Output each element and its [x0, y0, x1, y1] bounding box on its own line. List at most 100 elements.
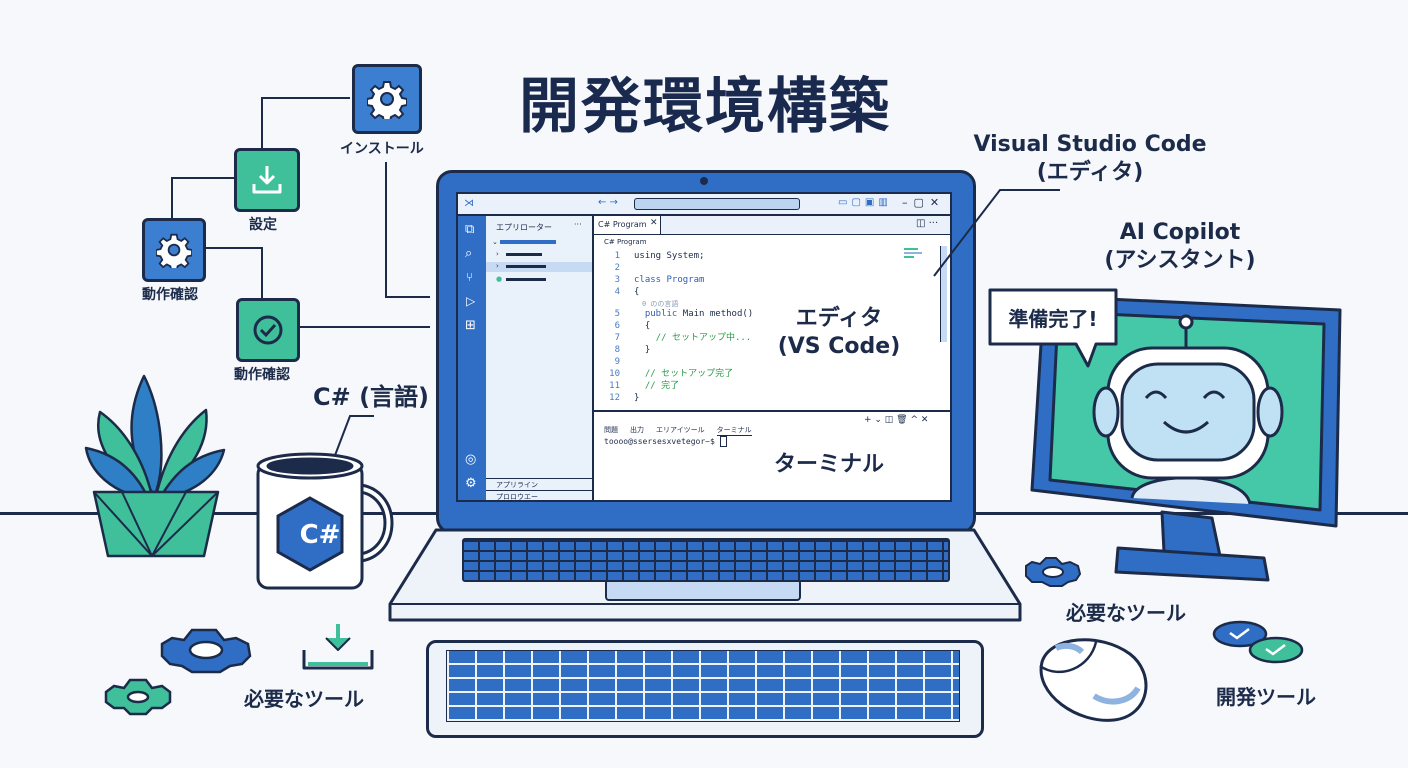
- tree-item[interactable]: ●: [496, 275, 503, 283]
- code-line: 4{: [614, 287, 640, 297]
- terminal-tabs: 問題 出力 エリアイツール ターミナル: [604, 417, 764, 436]
- code-line: 5 public Main method(): [614, 309, 754, 319]
- code-line: 9: [614, 357, 620, 367]
- check-badges-icon: [1212, 620, 1304, 664]
- code-line: 11 // 完了: [609, 381, 680, 391]
- laptop-keyboard[interactable]: [462, 538, 950, 582]
- laptop-camera: [700, 177, 708, 185]
- speech-bubble: [988, 288, 1118, 368]
- vscode-pointer: [933, 189, 1060, 277]
- settings-gear-icon[interactable]: ⚙: [465, 476, 477, 491]
- editor-scrollbar[interactable]: [940, 246, 947, 342]
- verify-step-box-1: [142, 218, 206, 282]
- code-line: 2: [614, 263, 620, 273]
- nav-arrows-icon[interactable]: ← →: [598, 197, 618, 208]
- code-line: 8 }: [614, 345, 651, 355]
- verify-label-2: 動作確認: [234, 367, 290, 383]
- tree-item[interactable]: ⌄: [492, 238, 498, 246]
- tree-item-bar: [506, 265, 546, 268]
- ide-titlebar: ⋊ ← → ▭▢▣▥ –▢✕: [458, 194, 950, 216]
- download-tray-icon: [302, 624, 374, 670]
- explorer-icon[interactable]: ⧉: [465, 222, 475, 237]
- tree-item-bar: [500, 240, 556, 244]
- vscode-callout-line2: (エディタ): [1036, 160, 1144, 185]
- terminal-callout: ターミナル: [773, 452, 884, 477]
- install-label: インストール: [340, 141, 424, 157]
- timeline-section[interactable]: プロロウエー: [496, 493, 538, 501]
- sidebar-divider: [486, 490, 592, 491]
- sidebar-divider: [486, 478, 592, 479]
- vscode-logo-icon: ⋊: [464, 198, 474, 209]
- download-icon: [252, 166, 282, 194]
- verify-label-1: 動作確認: [142, 287, 198, 303]
- explorer-sidebar: エプリローター ··· ⌄ › › ● アプリライン プロロウエー: [486, 216, 594, 500]
- editor-tab-program[interactable]: C# Program ✕: [594, 216, 661, 234]
- terminal-tab-output[interactable]: 出力: [630, 426, 644, 434]
- terminal-panel: 問題出力エリアイツールターミナル + ⌄ ◫ 🗑 ^ ✕ toooo@ssers…: [594, 410, 950, 500]
- terminal-tab-debug[interactable]: エリアイツール: [656, 426, 705, 434]
- tree-item[interactable]: ›: [496, 262, 499, 270]
- terminal-actions[interactable]: + ⌄ ◫ 🗑 ^ ✕: [864, 415, 929, 425]
- speech-bubble-text: 準備完了!: [1008, 307, 1098, 331]
- outline-section[interactable]: アプリライン: [496, 481, 538, 489]
- tree-item-bar: [506, 278, 546, 281]
- search-icon[interactable]: ⌕: [465, 246, 473, 261]
- minimap[interactable]: [904, 246, 928, 266]
- vscode-callout-line1: Visual Studio Code: [973, 132, 1207, 157]
- window-controls[interactable]: –▢✕: [902, 196, 946, 209]
- large-gear-icon: [160, 628, 252, 674]
- coffee-mug: [256, 452, 394, 590]
- verify-step-box-2: [236, 298, 300, 362]
- source-control-icon[interactable]: ⑂: [466, 270, 474, 284]
- explorer-menu-icon[interactable]: ···: [574, 220, 582, 229]
- editor-callout-line1: エディタ: [795, 306, 883, 331]
- editor-callout-line2: (VS Code): [777, 334, 901, 359]
- split-editor-icon[interactable]: ◫ ···: [916, 218, 939, 229]
- terminal-tab-terminal[interactable]: ターミナル: [716, 426, 752, 436]
- devtools-label: 開発ツール: [1216, 685, 1316, 709]
- close-icon[interactable]: ✕: [650, 218, 658, 228]
- activity-bar: ⧉ ⌕ ⑂ ▷ ⊞ ◎ ⚙: [458, 216, 486, 500]
- extensions-icon[interactable]: ⊞: [465, 318, 476, 333]
- terminal-prompt[interactable]: toooo@ssersesxvetegor~$: [604, 436, 727, 447]
- check-circle-icon: [253, 315, 283, 345]
- breadcrumb[interactable]: C# Program: [604, 238, 647, 246]
- csharp-logo-text: C#: [299, 520, 341, 550]
- explorer-title: エプリローター: [496, 223, 552, 232]
- ide-window: ⋊ ← → ▭▢▣▥ –▢✕ ⧉ ⌕ ⑂ ▷ ⊞ ◎ ⚙ エプリローター ···…: [456, 192, 952, 502]
- gear-icon: [367, 81, 407, 119]
- settings-label: 設定: [249, 217, 277, 233]
- code-line: 12}: [609, 393, 640, 403]
- cursor-icon: [719, 436, 727, 447]
- gear-icon: [156, 233, 192, 268]
- code-line: 7 // セットアップ中...: [614, 333, 752, 343]
- language-pointer: [333, 415, 374, 459]
- keyboard-keys[interactable]: [446, 650, 960, 722]
- install-step-box: [352, 64, 422, 134]
- page-title: 開発環境構築: [519, 72, 891, 142]
- copilot-callout-line1: AI Copilot: [1119, 220, 1241, 245]
- account-icon[interactable]: ◎: [465, 452, 477, 467]
- tools-label-left: 必要なツール: [244, 687, 364, 711]
- language-label: C# (言語): [312, 383, 429, 411]
- tree-item[interactable]: ›: [496, 250, 499, 258]
- layout-icons[interactable]: ▭▢▣▥: [838, 197, 892, 208]
- terminal-tab-problems[interactable]: 問題: [604, 426, 618, 434]
- mouse-illustration: [1039, 638, 1148, 722]
- plant-illustration: [84, 374, 226, 558]
- run-debug-icon[interactable]: ▷: [466, 294, 476, 308]
- command-search-input[interactable]: [634, 198, 800, 210]
- copilot-callout-line2: (アシスタント): [1104, 248, 1256, 273]
- small-gear-icon: [1025, 557, 1082, 587]
- settings-step-box: [234, 148, 300, 212]
- assistant-monitor: [1030, 294, 1342, 582]
- tools-label-right: 必要なツール: [1066, 601, 1186, 625]
- small-gear-icon-2: [104, 678, 172, 716]
- workflow-connectors: [171, 97, 430, 328]
- editor-tab-bar: C# Program ✕ ◫ ···: [594, 216, 950, 235]
- code-line: 6 {: [614, 321, 651, 331]
- code-line: 10 // セットアップ完了: [609, 369, 734, 379]
